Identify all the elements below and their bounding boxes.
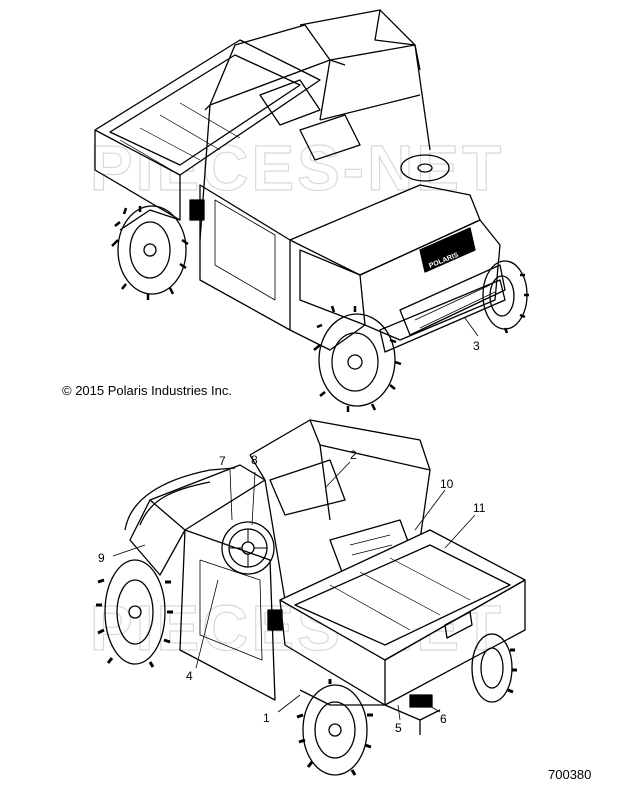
callout-8: 8 — [251, 453, 258, 467]
callout-10: 10 — [440, 477, 454, 491]
vehicle-rear-view — [124, 419, 526, 735]
callout-2: 2 — [350, 448, 357, 462]
bottom-front-wheel — [96, 559, 173, 668]
vehicle-front-view: POLARIS — [94, 9, 506, 353]
callout-4: 4 — [186, 669, 193, 683]
callout-9: 9 — [98, 551, 105, 565]
callout-leaders — [112, 461, 476, 721]
bottom-rear-left-wheel — [296, 679, 373, 776]
callout-3-leader — [464, 317, 479, 337]
callout-5: 5 — [395, 721, 402, 735]
callout-6: 6 — [440, 712, 447, 726]
copyright-notice: © 2015 Polaris Industries Inc. — [62, 383, 232, 398]
diagram-id: 700380 — [548, 767, 592, 782]
callout-1: 1 — [263, 711, 270, 725]
top-rear-wheel — [111, 205, 189, 300]
top-front-right-wheel — [482, 260, 529, 334]
bottom-rear-right-wheel — [471, 633, 517, 703]
callout-7: 7 — [219, 454, 226, 468]
callout-11: 11 — [473, 501, 486, 515]
callout-3: 3 — [473, 339, 480, 353]
top-front-left-wheel — [313, 305, 402, 412]
